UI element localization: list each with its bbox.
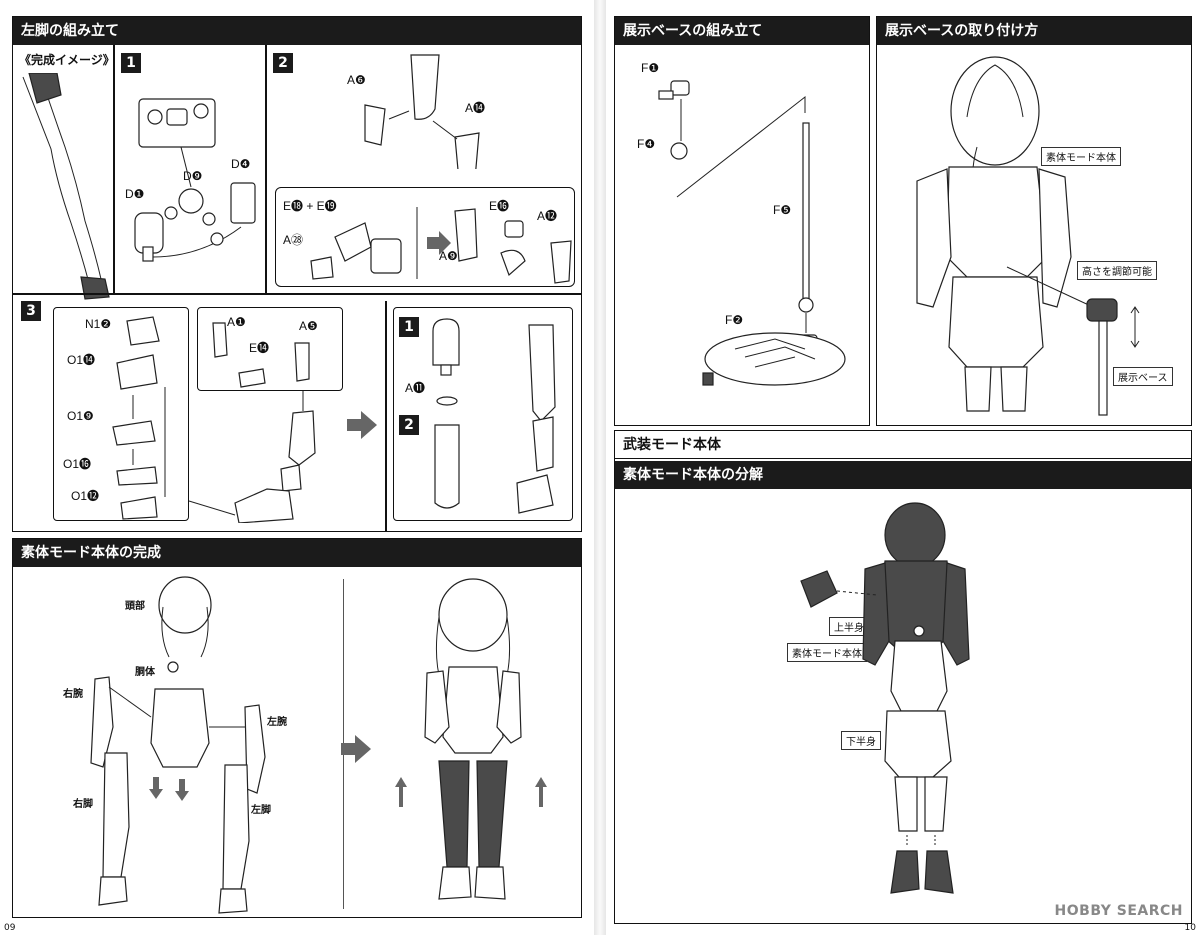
part-label: O1⓰ (63, 457, 92, 471)
right-page: 展示ベースの組み立て F❶ F❹ F❺ F❷ 展示ベースの取り付け方 素体モード… (606, 0, 1200, 935)
exploded-body-illustration (90, 576, 266, 914)
step-number: 1 (121, 53, 141, 73)
step3-main-illustration (188, 322, 316, 523)
part-label: E⓮ (249, 341, 270, 355)
section-left-leg: 左脚の組み立て 《完成イメージ》 1 D❶ D❾ D❹ 前 後 (12, 16, 582, 532)
label-right-arm: 右腕 (63, 689, 83, 700)
section-subtitle: 素体モード本体の分解 (615, 461, 1191, 489)
page-number: 10 (1184, 923, 1196, 933)
complete-body-illustration (395, 578, 547, 900)
section-body-complete: 素体モード本体の完成 頭部 胴体 右腕 左腕 右脚 左脚 (12, 538, 582, 918)
label-upper-body: 上半身 (829, 617, 869, 636)
part-label: A❻ (347, 73, 366, 87)
part-label: A㉘ (283, 233, 304, 247)
label-lower-body: 下半身 (841, 731, 881, 750)
section-title: 武装モード本体 (615, 431, 1191, 459)
section-title: 素体モード本体の完成 (13, 539, 581, 567)
section-title: 左脚の組み立て (13, 17, 581, 45)
next-step-arrow-icon (341, 735, 371, 763)
base-assembly-illustration (658, 80, 846, 386)
part-label: E⓲ + E⓳ (283, 199, 337, 213)
disassembly-illustration (800, 502, 970, 894)
label-left-leg: 左脚 (251, 805, 271, 816)
part-label: O1⓮ (67, 353, 96, 367)
sub-step-number: 2 (399, 415, 419, 435)
mount-illustration (916, 56, 1140, 416)
part-label: A⓫ (405, 381, 426, 395)
watermark: HOBBY SEARCH (1054, 903, 1183, 919)
next-step-arrow-icon (347, 411, 377, 439)
part-label: F❶ (641, 61, 660, 75)
part-label: E⓰ (489, 199, 510, 213)
complete-leg-illustration (22, 73, 110, 300)
part-label: N1❷ (85, 317, 112, 331)
section-base-assembly: 展示ベースの組み立て F❶ F❹ F❺ F❷ (614, 16, 870, 426)
section-armed-mode: 武装モード本体 素体モード本体の分解 上半身 素体モード本体 下半身 HOBBY… (614, 430, 1192, 924)
label-head: 頭部 (125, 601, 145, 612)
label-height-adjustable: 高さを調節可能 (1077, 261, 1157, 280)
part-label: F❺ (773, 203, 792, 217)
page-number: 09 (4, 923, 16, 933)
sub-step-number: 1 (399, 317, 419, 337)
part-label: A❺ (299, 319, 318, 333)
part-label: A❶ (227, 315, 246, 329)
left-page: 左脚の組み立て 《完成イメージ》 1 D❶ D❾ D❹ 前 後 (0, 0, 594, 935)
section-base-mount: 展示ベースの取り付け方 素体モード本体 高さを調節可能 展示ベース (876, 16, 1192, 426)
step-number: 2 (273, 53, 293, 73)
part-label: F❹ (637, 137, 656, 151)
part-label: D❶ (125, 187, 145, 201)
step2-detail-illustration (310, 207, 572, 284)
label-display-base: 展示ベース (1113, 367, 1173, 386)
label-left-arm: 左腕 (267, 717, 287, 728)
book-spine (594, 0, 606, 935)
step3-result-illustration (432, 318, 556, 514)
step-number: 3 (21, 301, 41, 321)
step1-illustration (134, 98, 256, 262)
step3-sole-illustration (112, 316, 166, 520)
section-title: 展示ベースの組み立て (615, 17, 869, 45)
step2-top-illustration (364, 54, 480, 169)
part-label: A⓮ (465, 101, 486, 115)
part-label: A⓬ (537, 209, 558, 223)
part-label: O1⓬ (71, 489, 100, 503)
part-label: D❹ (231, 157, 251, 171)
complete-image-label: 《完成イメージ》 (19, 53, 115, 67)
label-body: 素体モード本体 (787, 643, 867, 662)
part-label: F❷ (725, 313, 744, 327)
label-torso: 胴体 (135, 667, 155, 678)
label-right-leg: 右脚 (73, 799, 93, 810)
label-body: 素体モード本体 (1041, 147, 1121, 166)
part-label: A❾ (439, 249, 458, 263)
part-label: O1❾ (67, 409, 94, 423)
section-title: 展示ベースの取り付け方 (877, 17, 1191, 45)
